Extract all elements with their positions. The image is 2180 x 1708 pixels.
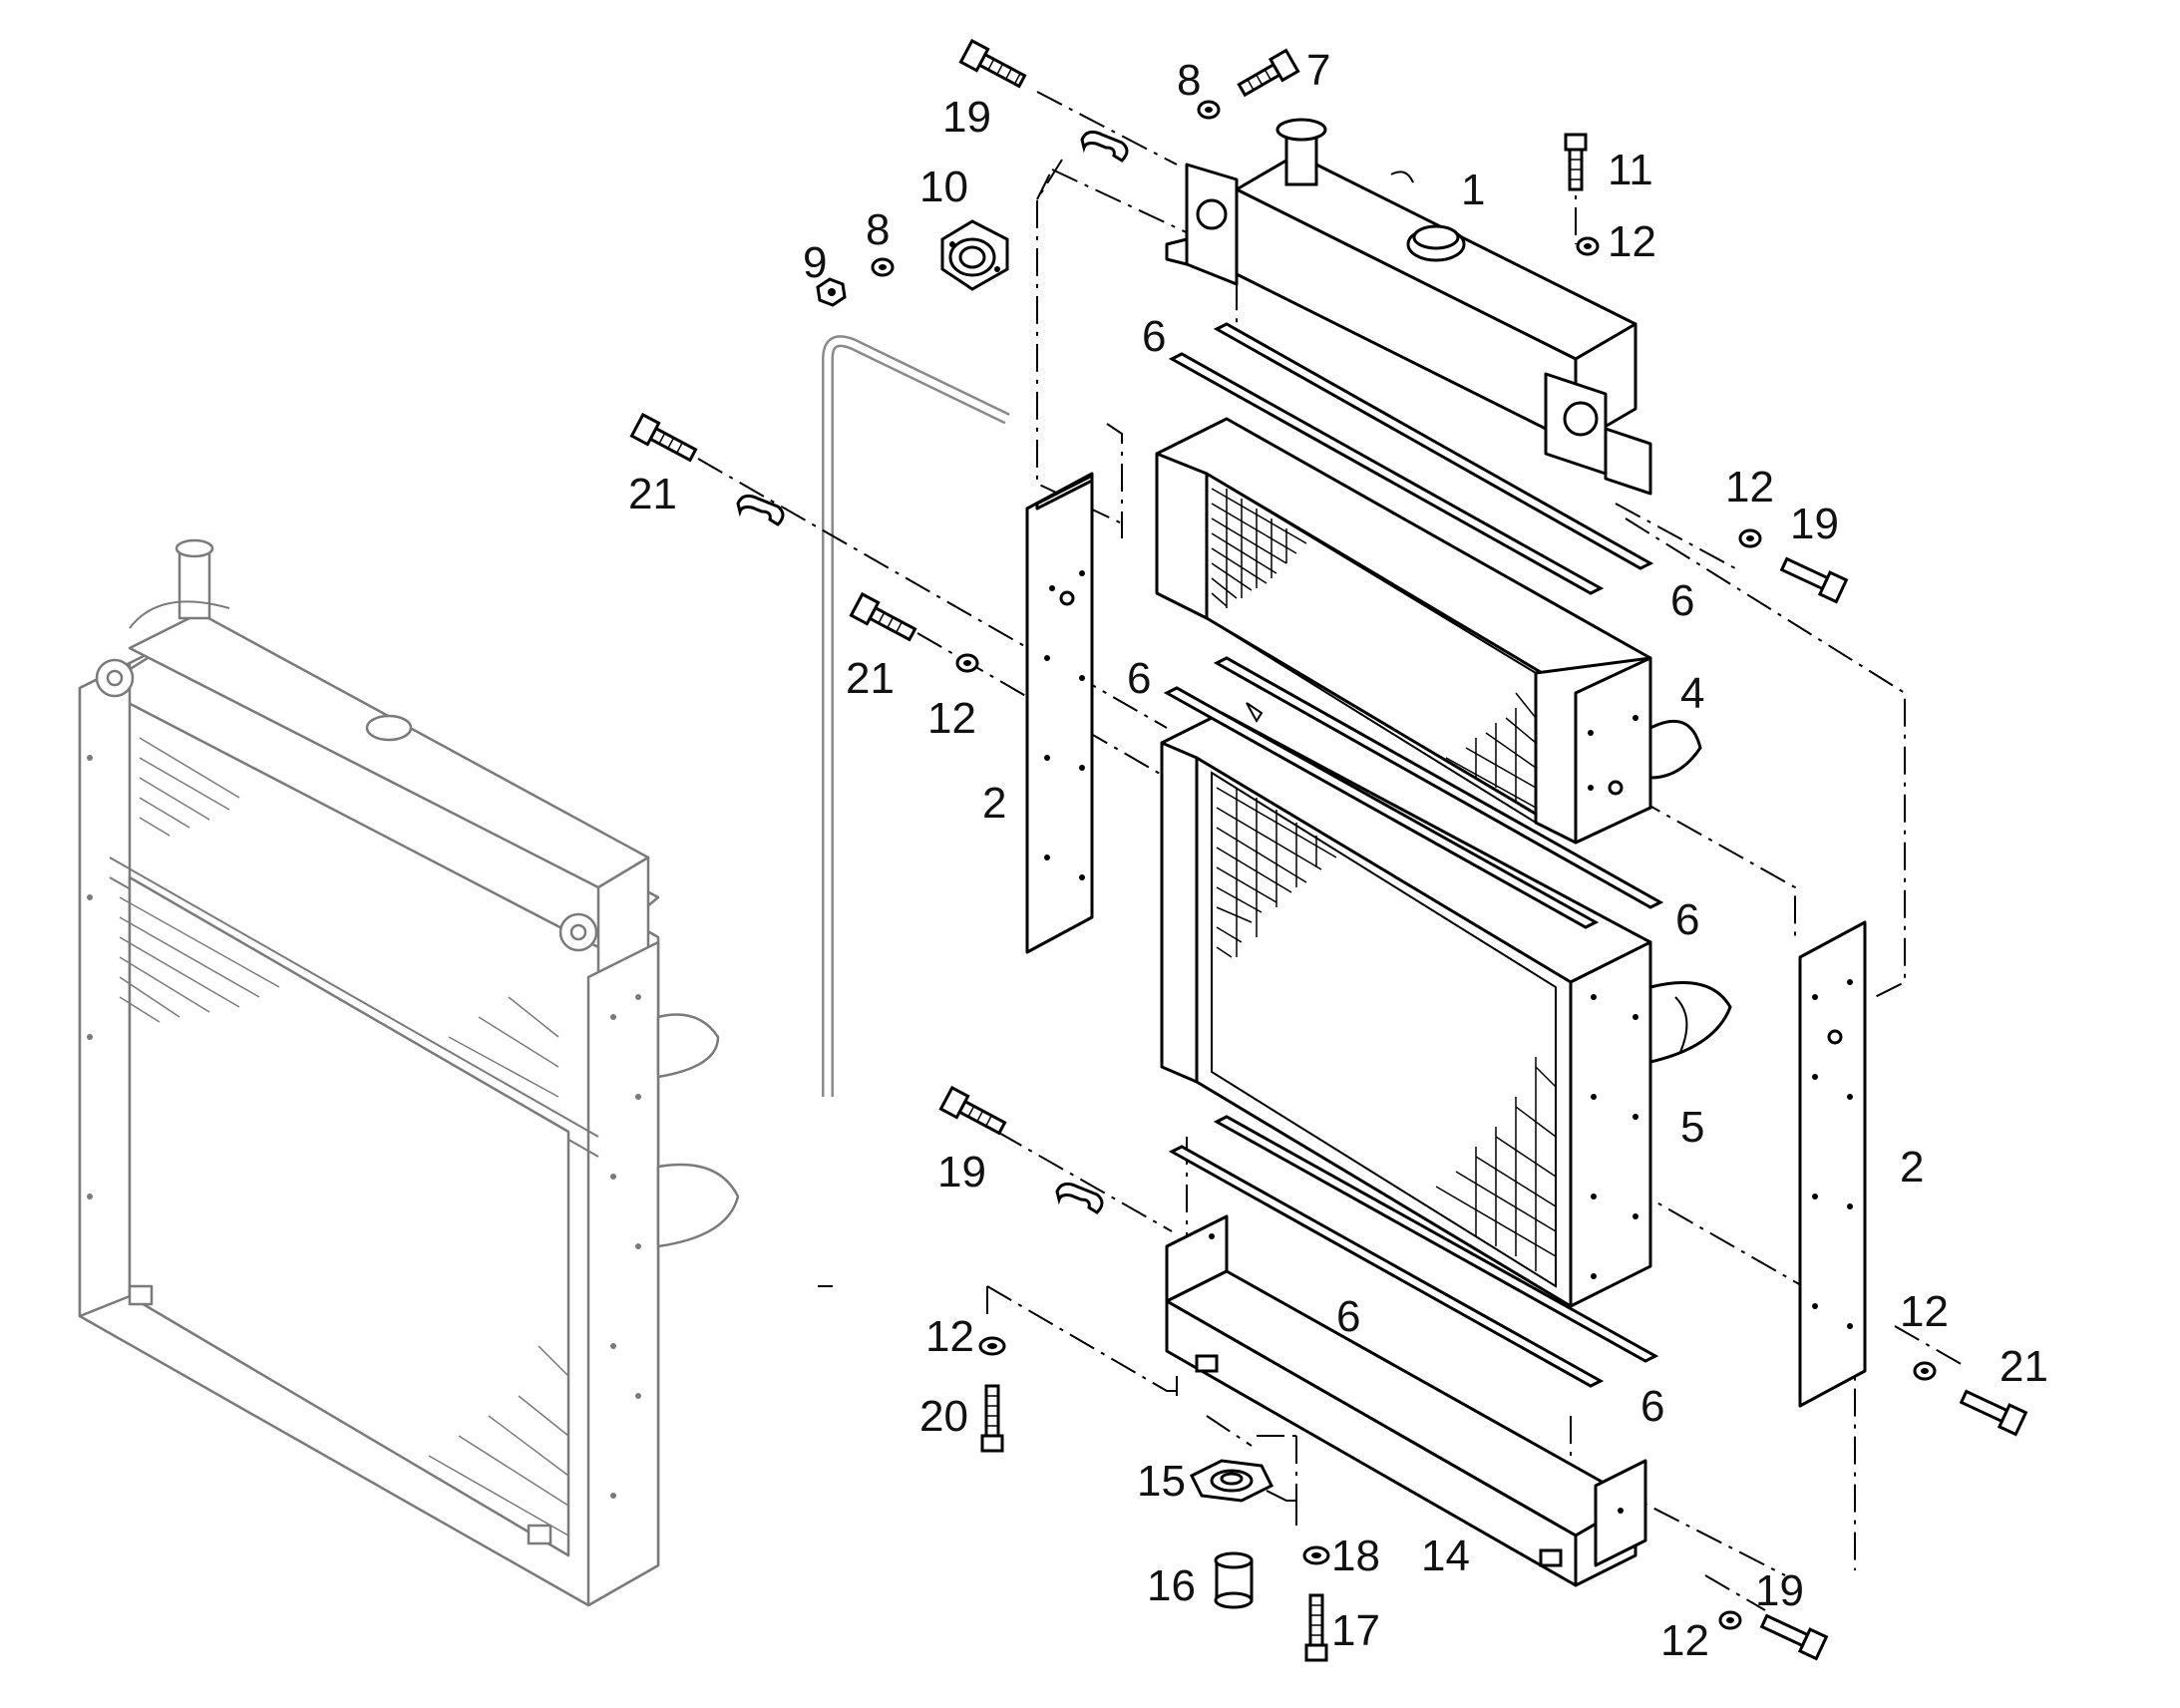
label-5: 5: [1680, 1103, 1704, 1152]
label-17: 17: [1331, 1606, 1380, 1655]
label-19a: 19: [942, 93, 991, 142]
label-12c: 12: [927, 694, 976, 743]
label-4: 4: [1680, 669, 1704, 718]
label-6e: 6: [1336, 1292, 1360, 1341]
label-16: 16: [1147, 1561, 1196, 1610]
side-plate-left: [1025, 472, 1094, 954]
main-radiator-core: [1160, 702, 1732, 1308]
label-12a: 12: [1608, 217, 1656, 266]
label-19d: 19: [1755, 1566, 1804, 1615]
upper-cooler-core: [1155, 417, 1702, 845]
label-21a: 21: [628, 470, 677, 518]
assembled-radiator-view: [78, 538, 740, 1607]
label-12f: 12: [1660, 1616, 1709, 1665]
label-6f: 6: [1640, 1382, 1664, 1431]
label-6a: 6: [1142, 312, 1166, 361]
nut-icon: [816, 277, 847, 307]
label-12e: 12: [925, 1312, 974, 1361]
label-8b: 8: [866, 205, 890, 254]
label-10: 10: [919, 163, 968, 211]
label-2-right: 2: [1900, 1143, 1924, 1192]
label-6c: 6: [1127, 654, 1151, 703]
overflow-hose: [822, 335, 1010, 1097]
bolt-icon: [629, 38, 2028, 1662]
label-20: 20: [919, 1392, 968, 1441]
label-6b: 6: [1670, 576, 1694, 625]
label-12b: 12: [1725, 463, 1774, 512]
label-21b: 21: [846, 654, 895, 703]
mount-icon: [940, 219, 1009, 291]
label-9: 9: [803, 238, 827, 287]
label-2-left: 2: [982, 779, 1006, 828]
label-6d: 6: [1675, 895, 1699, 944]
label-7: 7: [1306, 46, 1330, 95]
washer-icon: [871, 100, 1937, 1630]
part-labels: 1 2 2 4 5 6 6 6 6 6 6 7 8 8 9 10 11 12 1…: [628, 46, 2048, 1665]
bottom-mount: [1189, 1459, 1297, 1609]
label-14: 14: [1421, 1532, 1470, 1580]
label-8a: 8: [1177, 56, 1201, 105]
label-18: 18: [1331, 1532, 1380, 1580]
label-11: 11: [1608, 146, 1653, 194]
label-19c: 19: [937, 1148, 986, 1196]
label-15: 15: [1137, 1457, 1186, 1506]
seal-strips: [1163, 322, 1664, 1388]
label-1: 1: [1461, 166, 1485, 214]
label-19b: 19: [1790, 500, 1839, 548]
top-tank: [1165, 118, 1652, 496]
clamp-icon: [736, 130, 1129, 1214]
label-21c: 21: [1999, 1342, 2048, 1391]
side-plate-right: [1798, 920, 1867, 1408]
bottom-tray: [1165, 1214, 1647, 1587]
label-12d: 12: [1900, 1287, 1949, 1336]
